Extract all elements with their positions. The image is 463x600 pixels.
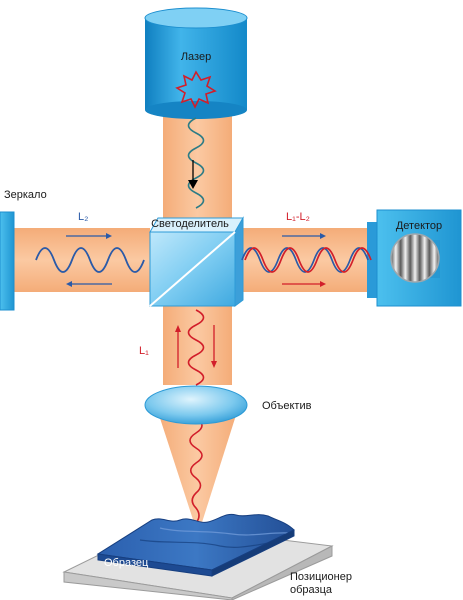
objective-lens (144, 385, 248, 425)
wave-l2 (35, 247, 145, 273)
positioner-label-line2: образца (290, 584, 333, 596)
arrow-right-blue-icon (282, 233, 326, 239)
l1-label: L₁ (139, 345, 149, 357)
wave-red-right (244, 247, 372, 273)
sample (96, 513, 295, 577)
arrow-left-l2-icon (66, 281, 112, 287)
beam-horizontal-left (14, 228, 150, 292)
mirror (0, 211, 15, 311)
beam-vertical-top (163, 112, 232, 220)
detector: Детектор (367, 209, 462, 307)
arrow-up-red-icon (175, 325, 181, 368)
wave-incoming (187, 117, 205, 209)
sample-label: Образец (104, 557, 149, 569)
laser: Лазер (144, 7, 248, 119)
interference-fringes (391, 234, 439, 282)
beam-horizontal-right (237, 228, 377, 292)
mirror-label: Зеркало (4, 189, 47, 201)
wave-blue-right (241, 247, 369, 273)
l2-label: L₂ (78, 211, 88, 223)
detector-label: Детектор (396, 220, 442, 232)
laser-star-icon (175, 70, 217, 109)
laser-label: Лазер (181, 51, 211, 63)
down-arrow-icon (188, 160, 198, 189)
arrow-right-l2-icon (66, 233, 112, 239)
beam-vertical-bottom (163, 305, 232, 385)
beamsplitter: Светоделитель (149, 216, 244, 307)
beam-focus-cone (158, 412, 237, 535)
beamsplitter-label: Светоделитель (151, 218, 229, 230)
l1-l2-label: L₁-L₂ (286, 211, 310, 223)
wave-l1 (187, 309, 205, 386)
arrow-down-red-icon (211, 325, 217, 368)
arrow-right-red-icon (282, 281, 326, 287)
positioner-label-line1: Позиционер (290, 571, 352, 583)
wave-focus (189, 417, 203, 524)
objective-label: Объектив (262, 400, 312, 412)
